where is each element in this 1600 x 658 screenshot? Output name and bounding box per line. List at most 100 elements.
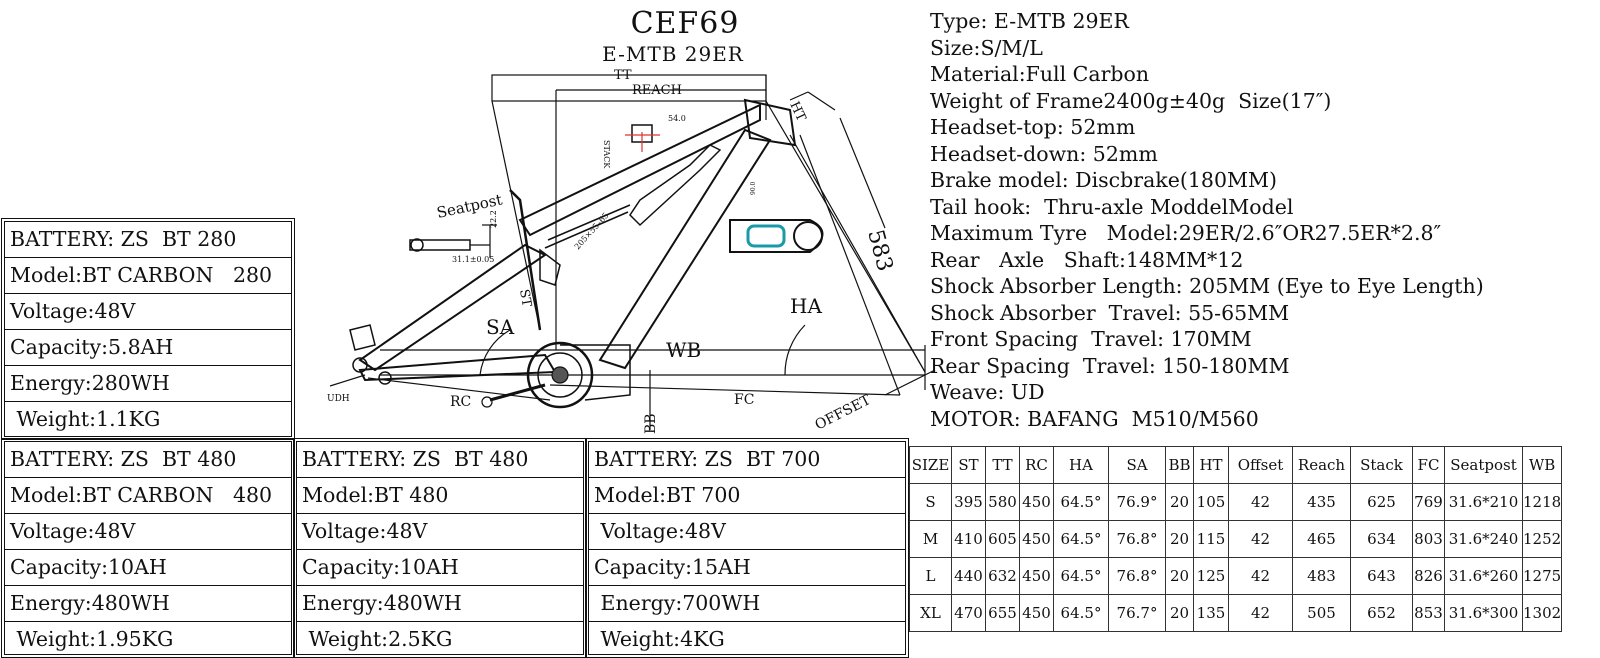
- col-bb: BB: [1165, 446, 1194, 484]
- cell: 64.5°: [1053, 520, 1109, 558]
- cell: 1302: [1521, 594, 1563, 632]
- label-shock-size: 205×55–65: [573, 211, 611, 251]
- cell: 1218: [1521, 483, 1563, 521]
- battery-box-bt480-carbon: BATTERY: ZS BT 480 Model:BT CARBON 480 V…: [1, 438, 295, 658]
- battery-model: Model:BT 480: [297, 478, 583, 514]
- fc-dim-line: [549, 384, 901, 396]
- battery-weight: Weight:2.5KG: [302, 627, 453, 651]
- spec-motor: MOTOR: BAFANG M510/M560: [930, 406, 1259, 431]
- cell: M: [909, 520, 952, 558]
- label-udh: UDH: [327, 394, 350, 404]
- cell: 76.9°: [1108, 483, 1166, 521]
- col-size: SIZE: [909, 446, 952, 484]
- table-row: S 395 580 450 64.5° 76.9° 20 105 42 435 …: [909, 483, 1563, 521]
- battery-name: BATTERY: ZS BT 480: [5, 442, 291, 478]
- label-22: 22.2: [489, 210, 498, 228]
- cell: L: [909, 557, 952, 595]
- cell: 20: [1165, 594, 1194, 632]
- label-stack: STACK: [602, 140, 611, 169]
- cell: 632: [985, 557, 1020, 595]
- model-title: CEF69: [630, 6, 740, 41]
- cell: 803: [1412, 520, 1445, 558]
- col-st: ST: [951, 446, 986, 484]
- spec-shock-length: Shock Absorber Length: 205MM (Eye to Eye…: [930, 274, 1484, 298]
- cell: 450: [1019, 483, 1054, 521]
- fork-line: [799, 134, 901, 396]
- table-row: XL 470 655 450 64.5° 76.7° 20 135 42 505…: [909, 594, 1563, 632]
- cell: 580: [985, 483, 1020, 521]
- sa-arc: [479, 329, 511, 376]
- battery-energy: Energy:480WH: [297, 586, 583, 622]
- label-bb: BB: [643, 413, 659, 434]
- battery-energy: Energy:280WH: [5, 366, 291, 402]
- cell: 125: [1193, 557, 1229, 595]
- cell: 605: [985, 520, 1020, 558]
- battery-voltage: Voltage:48V: [589, 514, 905, 550]
- cell: 470: [951, 594, 986, 632]
- label-fc: FC: [734, 392, 754, 408]
- label-583: 583: [862, 227, 897, 274]
- cell: 483: [1292, 557, 1351, 595]
- rc-dim-line: [367, 377, 551, 401]
- label-wb: WB: [666, 338, 701, 362]
- label-ha: HA: [790, 294, 822, 318]
- spec-size: Size:S/M/L: [930, 35, 1043, 60]
- cell: 31.6*210: [1444, 483, 1523, 521]
- spec-max-tyre: Maximum Tyre Model:29ER/2.6″OR27.5ER*2.8…: [930, 221, 1442, 245]
- col-fc: FC: [1412, 446, 1445, 484]
- cell: 64.5°: [1053, 594, 1109, 632]
- label-54: 54.0: [668, 114, 686, 123]
- cell: 643: [1350, 557, 1413, 595]
- cell: 64.5°: [1053, 483, 1109, 521]
- battery-name: BATTERY: ZS BT 480: [297, 442, 583, 478]
- motor-housing: [560, 344, 631, 401]
- battery-model: Model:BT CARBON 280: [5, 258, 291, 294]
- battery-voltage: Voltage:48V: [5, 294, 291, 330]
- cell: 769: [1412, 483, 1445, 521]
- cell: 450: [1019, 594, 1054, 632]
- cell: 42: [1228, 483, 1293, 521]
- spec-material: Material:Full Carbon: [930, 62, 1150, 86]
- battery-voltage: Voltage:48V: [297, 514, 583, 550]
- model-subtitle: E-MTB 29ER: [602, 42, 744, 66]
- cell: 76.8°: [1108, 520, 1166, 558]
- battery-box-bt700: BATTERY: ZS BT 700 Model:BT 700 Voltage:…: [585, 438, 909, 658]
- col-seatpost: Seatpost: [1444, 446, 1523, 484]
- cell: 505: [1292, 594, 1351, 632]
- col-rc: RC: [1019, 446, 1054, 484]
- spec-shock-travel: Shock Absorber Travel: 55-65MM: [930, 300, 1290, 325]
- geometry-header-row: SIZE ST TT RC HA SA BB HT Offset Reach S…: [909, 446, 1563, 484]
- table-row: L 440 632 450 64.5° 76.8° 20 125 42 483 …: [909, 557, 1563, 595]
- cell: 115: [1193, 520, 1229, 558]
- battery-weight: Weight:1.1KG: [10, 407, 161, 431]
- cell: 395: [951, 483, 986, 521]
- cell: XL: [909, 594, 952, 632]
- seat-stay: [358, 243, 547, 372]
- cell: 440: [951, 557, 986, 595]
- battery-weight: Weight:4KG: [594, 627, 725, 651]
- label-31: 31.1±0.05: [452, 255, 494, 264]
- table-row: M 410 605 450 64.5° 76.8° 20 115 42 465 …: [909, 520, 1563, 558]
- battery-capacity: Capacity:5.8AH: [5, 330, 291, 366]
- down-tube: [598, 128, 772, 370]
- battery-box-bt280: BATTERY: ZS BT 280 Model:BT CARBON 280 V…: [1, 218, 295, 440]
- spec-tail-hook: Tail hook: Thru-axle ModdelModel: [930, 194, 1294, 219]
- battery-capacity: Capacity:10AH: [5, 550, 291, 586]
- cell: 1252: [1521, 520, 1563, 558]
- label-90: 90.0: [750, 181, 757, 195]
- spec-type: Type: E-MTB 29ER: [930, 9, 1129, 33]
- cell: 42: [1228, 557, 1293, 595]
- battery-name: BATTERY: ZS BT 700: [589, 442, 905, 478]
- label-tt: TT: [614, 68, 632, 83]
- battery-capacity: Capacity:10AH: [297, 550, 583, 586]
- label-st: ST: [516, 288, 534, 308]
- label-ht: HT: [786, 99, 808, 124]
- headset-detail: [631, 124, 653, 143]
- col-wb: WB: [1521, 446, 1563, 484]
- cell: 410: [951, 520, 986, 558]
- battery-weight: Weight:1.95KG: [10, 627, 174, 651]
- cell: 42: [1228, 520, 1293, 558]
- spec-headset-top: Headset-top: 52mm: [930, 115, 1136, 139]
- cell: 64.5°: [1053, 557, 1109, 595]
- cell: S: [909, 483, 952, 521]
